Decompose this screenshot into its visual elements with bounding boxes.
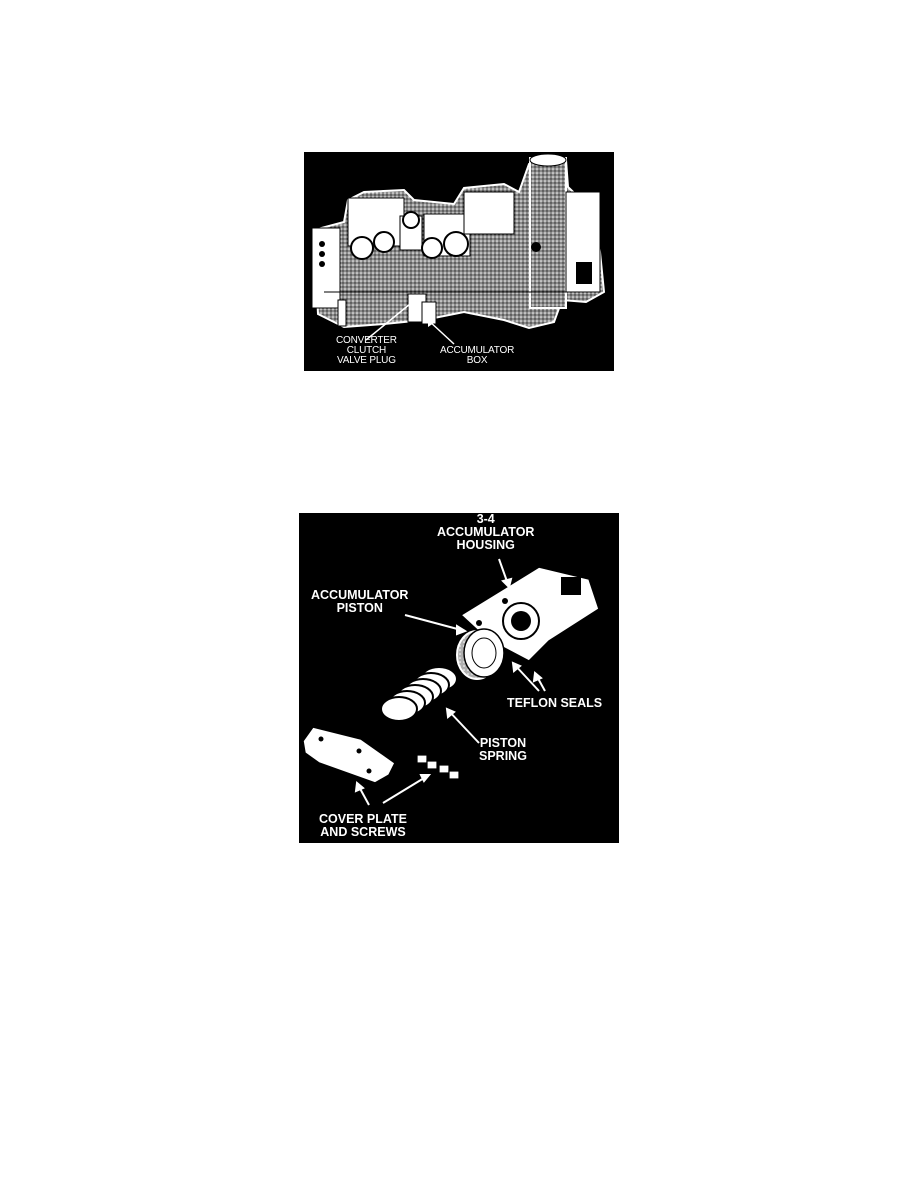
callout-line: ACCUMULATOR [440, 345, 515, 356]
callout-accumulator-housing: 3-4 ACCUMULATOR HOUSING [437, 513, 534, 551]
callout-line: BOX [466, 355, 488, 367]
callout-accumulator-box: ACCUMULATOR BOX [440, 345, 515, 367]
callout-accumulator-piston: ACCUMULATOR PISTON [311, 589, 408, 615]
callout-line: CONVERTER [336, 335, 397, 346]
callout-line: PISTON [336, 600, 383, 615]
callout-line: VALVE PLUG [337, 355, 396, 367]
callout-line: AND SCREWS [320, 824, 406, 839]
callout-teflon-seals: TEFLON SEALS [507, 697, 602, 710]
callout-converter-clutch-valve-plug: CONVERTER CLUTCH VALVE PLUG [336, 335, 397, 367]
callout-line: ACCUMULATOR [437, 524, 535, 539]
accumulator-exploded-illustration: 3-4 ACCUMULATOR HOUSING ACCUMULATOR PIST… [299, 513, 619, 843]
callout-line: COVER PLATE [319, 812, 407, 826]
callout-piston-spring: PISTON SPRING [479, 737, 527, 763]
callout-line: 3-4 [476, 513, 495, 526]
callout-line: CLUTCH [346, 345, 387, 357]
callout-line: HOUSING [456, 537, 515, 552]
valve-body-drawing [311, 153, 606, 345]
callout-line: ACCUMULATOR [311, 588, 409, 602]
accumulator-exploded-drawing [302, 558, 600, 806]
valve-body-illustration: CONVERTER CLUTCH VALVE PLUG ACCUMULATOR … [304, 152, 614, 371]
callout-line: PISTON [479, 736, 527, 750]
callout-line: SPRING [479, 748, 527, 763]
callout-line: TEFLON SEALS [507, 696, 603, 710]
callout-cover-plate-and-screws: COVER PLATE AND SCREWS [319, 813, 407, 839]
